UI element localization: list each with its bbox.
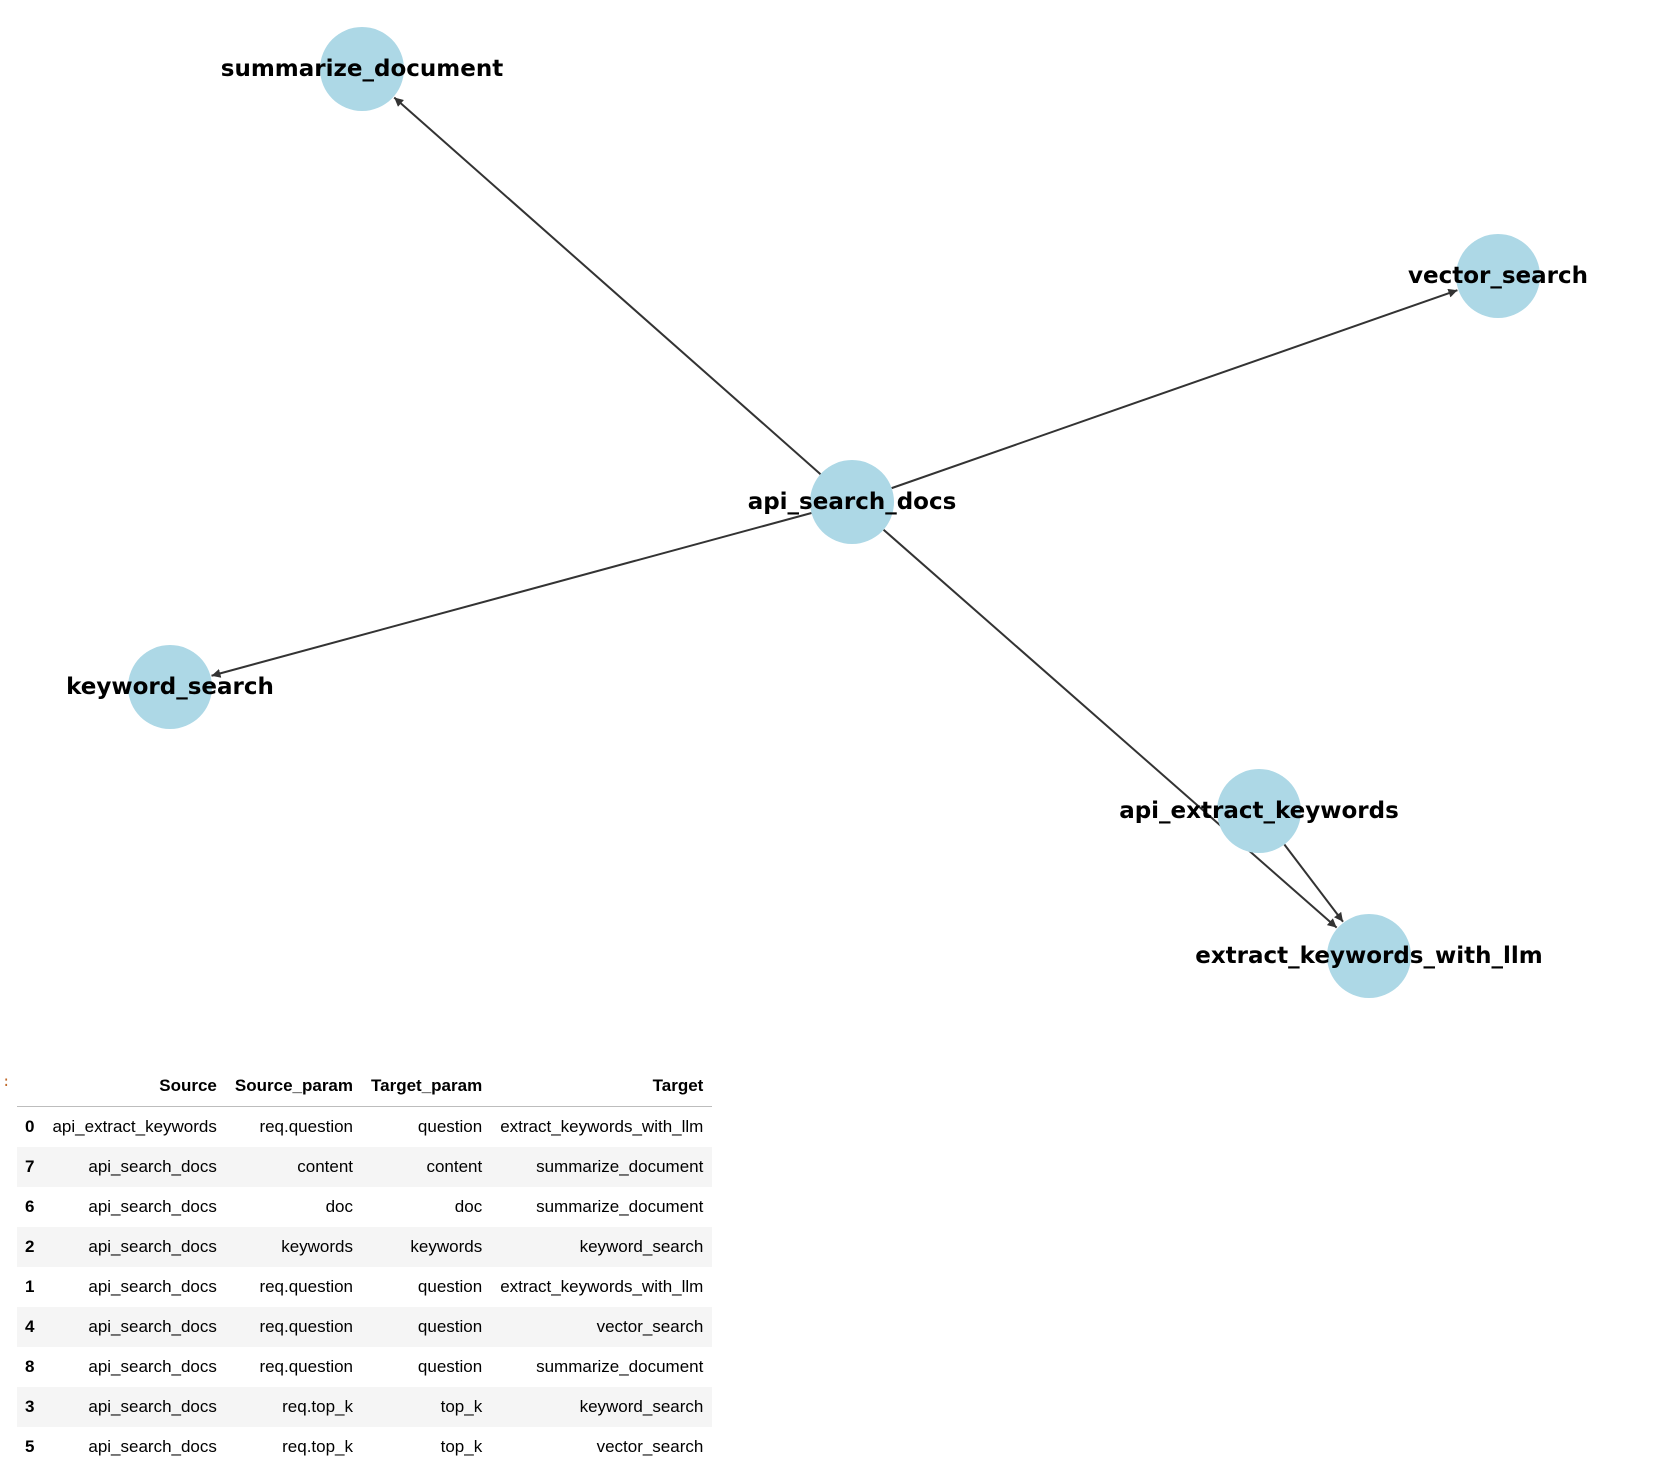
labels-layer: summarize_document vector_search api_searc… xyxy=(66,56,1588,969)
edge-table: Source Source_param Target_param Target … xyxy=(17,1066,712,1467)
node-label-vector_search: vector_search xyxy=(1408,263,1588,289)
column-header-target: Target xyxy=(491,1066,712,1107)
cell-target: summarize_document xyxy=(491,1347,712,1387)
cell-source-param: req.question xyxy=(226,1347,362,1387)
edge-api_search_docs-to-keyword_search xyxy=(212,513,812,676)
cell-source: api_extract_keywords xyxy=(43,1107,225,1148)
cell-source-param: req.question xyxy=(226,1267,362,1307)
row-index: 6 xyxy=(17,1187,43,1227)
index-header xyxy=(17,1066,43,1107)
cell-source: api_search_docs xyxy=(43,1147,225,1187)
cell-target: extract_keywords_with_llm xyxy=(491,1107,712,1148)
cell-source: api_search_docs xyxy=(43,1227,225,1267)
cell-target: vector_search xyxy=(491,1307,712,1347)
cell-target-param: question xyxy=(362,1347,491,1387)
cell-target-param: top_k xyxy=(362,1387,491,1427)
cell-target-param: question xyxy=(362,1107,491,1148)
edge-api_extract_keywords-to-extract_keywords_with_llm xyxy=(1284,844,1343,921)
cell-source-param: doc xyxy=(226,1187,362,1227)
cell-source-param: req.top_k xyxy=(226,1427,362,1467)
cell-target: extract_keywords_with_llm xyxy=(491,1267,712,1307)
cell-target-param: question xyxy=(362,1307,491,1347)
edge-api_search_docs-to-extract_keywords_with_llm xyxy=(884,530,1337,928)
cell-source: api_search_docs xyxy=(43,1387,225,1427)
row-index: 1 xyxy=(17,1267,43,1307)
edge-api_search_docs-to-vector_search xyxy=(892,290,1458,488)
cell-target: vector_search xyxy=(491,1427,712,1467)
row-index: 5 xyxy=(17,1427,43,1467)
cell-target: summarize_document xyxy=(491,1147,712,1187)
node-label-keyword_search: keyword_search xyxy=(66,674,274,700)
cell-target-param: keywords xyxy=(362,1227,491,1267)
edge-table-header-row: Source Source_param Target_param Target xyxy=(17,1066,712,1107)
column-header-source-param: Source_param xyxy=(226,1066,362,1107)
cell-target-param: doc xyxy=(362,1187,491,1227)
cell-source: api_search_docs xyxy=(43,1427,225,1467)
dependency-graph: summarize_document vector_search api_searc… xyxy=(0,0,1675,1040)
row-index: 7 xyxy=(17,1147,43,1187)
cell-source: api_search_docs xyxy=(43,1267,225,1307)
edge-table-header: Source Source_param Target_param Target xyxy=(17,1066,712,1107)
edge-api_search_docs-to-summarize_document xyxy=(394,97,820,474)
row-index: 4 xyxy=(17,1307,43,1347)
node-label-api_search_docs: api_search_docs xyxy=(748,489,957,515)
node-label-extract_keywords_with_llm: extract_keywords_with_llm xyxy=(1195,943,1542,969)
cell-target-param: top_k xyxy=(362,1427,491,1467)
cell-source-param: req.question xyxy=(226,1307,362,1347)
row-index: 3 xyxy=(17,1387,43,1427)
row-index: 8 xyxy=(17,1347,43,1387)
cell-source: api_search_docs xyxy=(43,1347,225,1387)
row-index: 2 xyxy=(17,1227,43,1267)
cell-source-param: content xyxy=(226,1147,362,1187)
column-header-target-param: Target_param xyxy=(362,1066,491,1107)
cell-source-param: keywords xyxy=(226,1227,362,1267)
cell-source-param: req.question xyxy=(226,1107,362,1148)
cell-source: api_search_docs xyxy=(43,1187,225,1227)
cell-target-param: content xyxy=(362,1147,491,1187)
output-prompt-marker: : xyxy=(2,1074,10,1090)
node-label-api_extract_keywords: api_extract_keywords xyxy=(1119,798,1399,824)
cell-source: api_search_docs xyxy=(43,1307,225,1347)
cell-target: keyword_search xyxy=(491,1387,712,1427)
cell-target-param: question xyxy=(362,1267,491,1307)
cell-target: summarize_document xyxy=(491,1187,712,1227)
cell-source-param: req.top_k xyxy=(226,1387,362,1427)
row-index: 0 xyxy=(17,1107,43,1148)
column-header-source: Source xyxy=(43,1066,225,1107)
node-label-summarize_document: summarize_document xyxy=(221,56,503,82)
cell-target: keyword_search xyxy=(491,1227,712,1267)
